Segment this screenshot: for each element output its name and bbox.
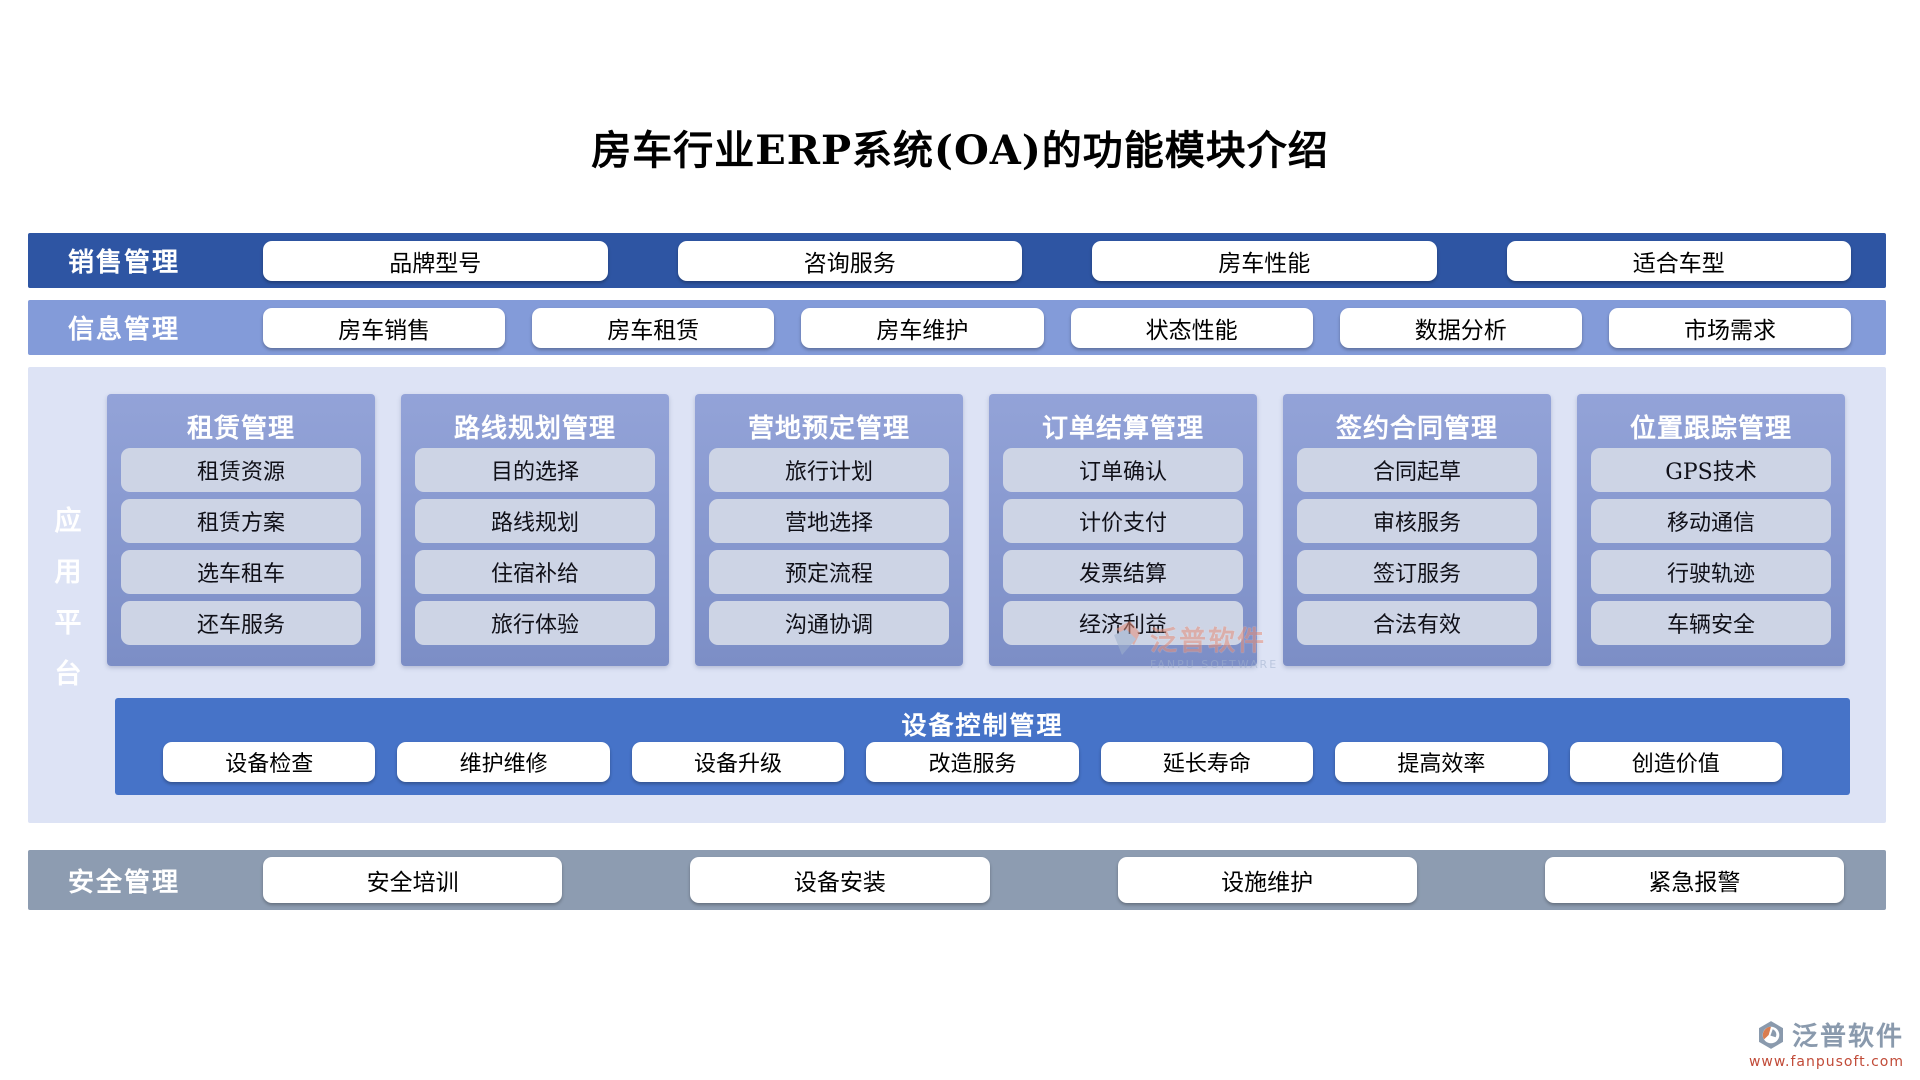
info-button-rv-maintenance: 房车维护 bbox=[801, 307, 1044, 348]
application-platform-panel: 应 用 平 台 租赁管理 租赁资源 租赁方案 选车租车 还车服务 路线规划管理 … bbox=[28, 367, 1886, 823]
safety-button-installation: 设备安装 bbox=[690, 857, 990, 903]
sales-button-suitable-model: 适合车型 bbox=[1506, 240, 1851, 281]
module-columns: 租赁管理 租赁资源 租赁方案 选车租车 还车服务 路线规划管理 目的选择 路线规… bbox=[107, 394, 1845, 666]
column-item: 计价支付 bbox=[1003, 499, 1243, 543]
footer-brand-name: 泛普软件 bbox=[1791, 1022, 1904, 1052]
column-item: 选车租车 bbox=[121, 550, 361, 594]
sales-management-row: 销售管理 品牌型号 咨询服务 房车性能 适合车型 bbox=[28, 233, 1886, 288]
column-items: 订单确认 计价支付 发票结算 经济利益 bbox=[989, 448, 1257, 645]
column-title: 位置跟踪管理 bbox=[1629, 414, 1792, 444]
column-item: 行驶轨迹 bbox=[1591, 550, 1831, 594]
sales-button-consulting: 咨询服务 bbox=[677, 240, 1022, 281]
module-column-camp-booking: 营地预定管理 旅行计划 营地选择 预定流程 沟通协调 bbox=[695, 394, 963, 666]
column-title: 路线规划管理 bbox=[453, 414, 616, 444]
safety-row-buttons: 安全培训 设备安装 设施维护 紧急报警 bbox=[263, 850, 1844, 910]
column-items: 合同起草 审核服务 签订服务 合法有效 bbox=[1283, 448, 1551, 645]
column-item: 合同起草 bbox=[1297, 448, 1537, 492]
device-control-title: 设备控制管理 bbox=[901, 711, 1064, 740]
column-item: 车辆安全 bbox=[1591, 601, 1831, 645]
column-item: 发票结算 bbox=[1003, 550, 1243, 594]
column-title: 营地预定管理 bbox=[747, 414, 910, 444]
device-button-create-value: 创造价值 bbox=[1569, 742, 1782, 782]
column-items: 目的选择 路线规划 住宿补给 旅行体验 bbox=[401, 448, 669, 645]
column-item: 租赁方案 bbox=[121, 499, 361, 543]
column-item: 还车服务 bbox=[121, 601, 361, 645]
column-item: 沟通协调 bbox=[709, 601, 949, 645]
module-column-route-planning: 路线规划管理 目的选择 路线规划 住宿补给 旅行体验 bbox=[401, 394, 669, 666]
column-item: 移动通信 bbox=[1591, 499, 1831, 543]
info-button-market-demand: 市场需求 bbox=[1608, 307, 1852, 348]
safety-row-label: 安全管理 bbox=[68, 867, 181, 898]
module-column-location-tracking: 位置跟踪管理 GPS技术 移动通信 行驶轨迹 车辆安全 bbox=[1577, 394, 1845, 666]
sales-button-brand-model: 品牌型号 bbox=[263, 240, 608, 281]
info-button-data-analysis: 数据分析 bbox=[1339, 307, 1582, 348]
device-button-upgrade: 设备升级 bbox=[631, 742, 845, 782]
column-item: 订单确认 bbox=[1003, 448, 1243, 492]
column-title: 租赁管理 bbox=[186, 414, 295, 444]
sales-button-performance: 房车性能 bbox=[1092, 240, 1437, 281]
device-control-bar: 设备控制管理 设备检查 维护维修 设备升级 改造服务 延长寿命 提高效率 创造价… bbox=[115, 698, 1850, 795]
info-row-buttons: 房车销售 房车租赁 房车维护 状态性能 数据分析 市场需求 bbox=[263, 300, 1852, 355]
column-item: 旅行计划 bbox=[709, 448, 949, 492]
module-column-rental: 租赁管理 租赁资源 租赁方案 选车租车 还车服务 bbox=[107, 394, 375, 666]
safety-button-facility-maintenance: 设施维护 bbox=[1117, 857, 1417, 903]
info-button-status-performance: 状态性能 bbox=[1070, 307, 1313, 348]
safety-button-emergency-alarm: 紧急报警 bbox=[1544, 857, 1844, 903]
column-item: 营地选择 bbox=[709, 499, 949, 543]
info-button-rv-sales: 房车销售 bbox=[263, 307, 506, 348]
footer-logo-row: 泛普软件 bbox=[1749, 1016, 1904, 1053]
sales-row-buttons: 品牌型号 咨询服务 房车性能 适合车型 bbox=[263, 233, 1851, 288]
module-column-contract-signing: 签约合同管理 合同起草 审核服务 签订服务 合法有效 bbox=[1283, 394, 1551, 666]
column-item: 住宿补给 bbox=[415, 550, 655, 594]
column-item: 审核服务 bbox=[1297, 499, 1537, 543]
column-item: 合法有效 bbox=[1297, 601, 1537, 645]
column-item: 经济利益 bbox=[1003, 601, 1243, 645]
page-title: 房车行业ERP系统(OA)的功能模块介绍 bbox=[591, 127, 1329, 174]
module-column-order-settlement: 订单结算管理 订单确认 计价支付 发票结算 经济利益 bbox=[989, 394, 1257, 666]
column-item: 签订服务 bbox=[1297, 550, 1537, 594]
info-row-label: 信息管理 bbox=[68, 315, 181, 345]
column-item: 租赁资源 bbox=[121, 448, 361, 492]
platform-label-char: 应 bbox=[54, 506, 82, 537]
platform-vertical-label: 应 用 平 台 bbox=[40, 367, 96, 823]
column-item: 路线规划 bbox=[415, 499, 655, 543]
device-button-inspection: 设备检查 bbox=[163, 742, 376, 782]
column-title: 签约合同管理 bbox=[1335, 414, 1498, 444]
column-title: 订单结算管理 bbox=[1041, 414, 1204, 444]
column-item: GPS技术 bbox=[1591, 448, 1831, 492]
safety-management-row: 安全管理 安全培训 设备安装 设施维护 紧急报警 bbox=[28, 850, 1886, 910]
platform-label-char: 台 bbox=[54, 659, 82, 690]
device-button-retrofit: 改造服务 bbox=[866, 742, 1079, 782]
fanpu-logo-icon bbox=[1758, 1020, 1783, 1049]
sales-row-label: 销售管理 bbox=[68, 248, 181, 278]
device-button-extend-life: 延长寿命 bbox=[1100, 742, 1314, 782]
column-item: 预定流程 bbox=[709, 550, 949, 594]
fanpu-footer-logo: 泛普软件 www.fanpusoft.com bbox=[1749, 1016, 1904, 1070]
information-management-row: 信息管理 房车销售 房车租赁 房车维护 状态性能 数据分析 市场需求 bbox=[28, 300, 1886, 355]
column-item: 旅行体验 bbox=[415, 601, 655, 645]
platform-label-char: 用 bbox=[54, 557, 82, 588]
device-control-buttons: 设备检查 维护维修 设备升级 改造服务 延长寿命 提高效率 创造价值 bbox=[163, 742, 1782, 782]
info-button-rv-rental: 房车租赁 bbox=[532, 307, 775, 348]
device-button-maintenance: 维护维修 bbox=[397, 742, 610, 782]
safety-button-training: 安全培训 bbox=[263, 857, 563, 903]
column-item: 目的选择 bbox=[415, 448, 655, 492]
column-items: GPS技术 移动通信 行驶轨迹 车辆安全 bbox=[1577, 448, 1845, 645]
footer-website-url: www.fanpusoft.com bbox=[1748, 1054, 1904, 1070]
column-items: 旅行计划 营地选择 预定流程 沟通协调 bbox=[695, 448, 963, 645]
device-button-efficiency: 提高效率 bbox=[1335, 742, 1548, 782]
column-items: 租赁资源 租赁方案 选车租车 还车服务 bbox=[107, 448, 375, 645]
platform-label-char: 平 bbox=[54, 608, 82, 639]
